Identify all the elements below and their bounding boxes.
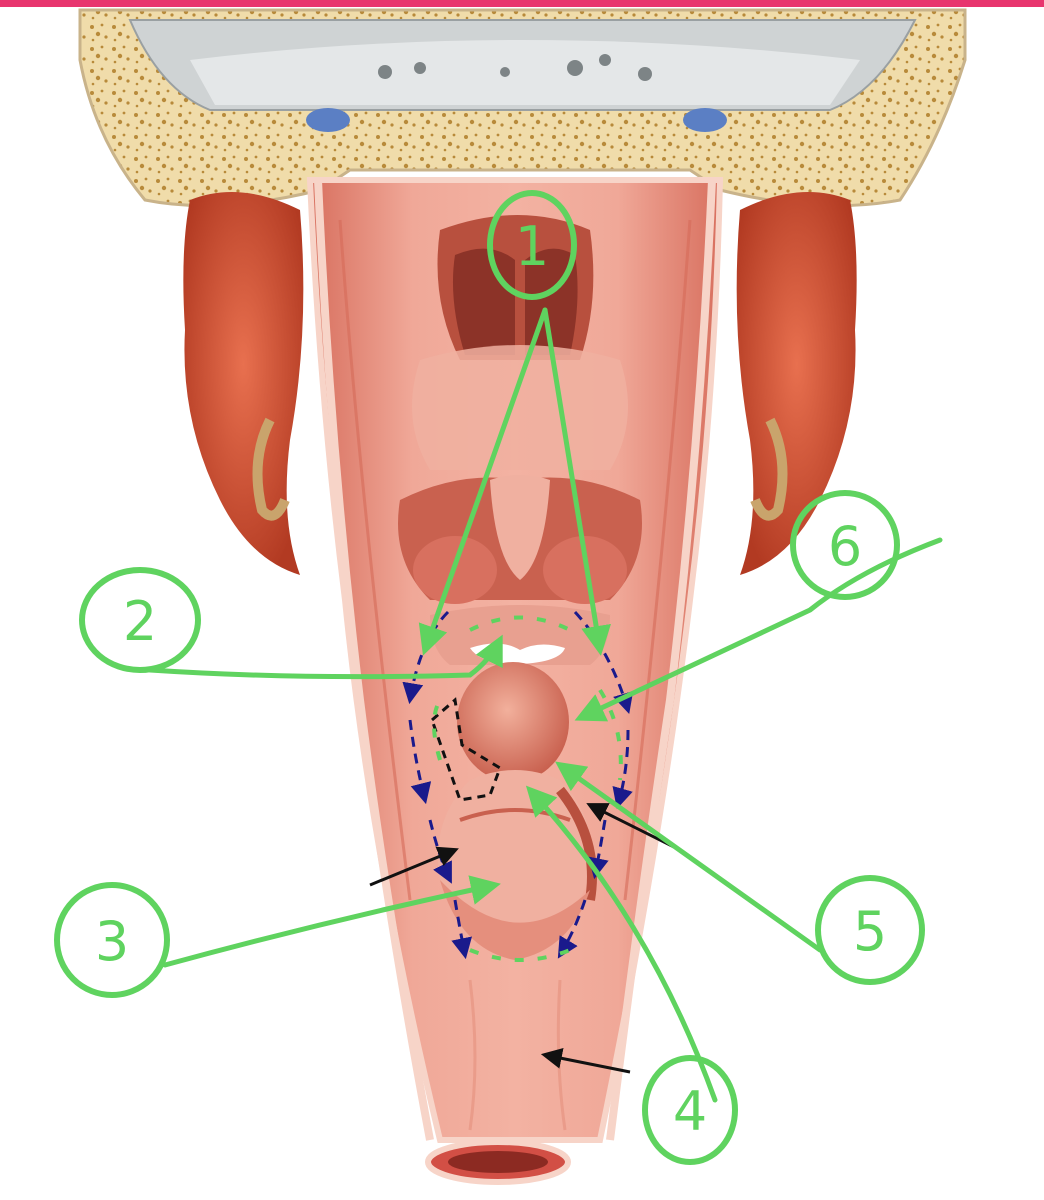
label-6: 6 [790,490,900,600]
label-2-text: 2 [123,590,157,653]
label-3: 3 [54,882,170,998]
choanae [412,215,628,470]
top-color-strip [0,0,1044,7]
label-1-text: 1 [515,215,549,278]
tongue-area [430,605,610,665]
label-3-text: 3 [95,910,129,973]
soft-palate-uvula [398,475,642,604]
label-5: 5 [815,875,925,985]
label-1: 1 [487,190,577,300]
label-6-text: 6 [828,515,862,578]
left-muscle-mass [183,192,304,575]
recess-outline [430,697,502,802]
label-4: 4 [642,1055,738,1165]
epiglottis [457,662,569,782]
right-vessel [683,108,727,132]
trachea-cut [425,1139,571,1185]
green-annotation-lines [147,307,943,1103]
label-2: 2 [79,567,201,673]
green-dashed-outline [432,615,623,962]
left-vessel [306,108,350,132]
right-muscle-mass [736,192,857,575]
label-5-text: 5 [853,900,887,963]
label-4-text: 4 [673,1080,707,1143]
skull-base-bone [78,8,967,208]
